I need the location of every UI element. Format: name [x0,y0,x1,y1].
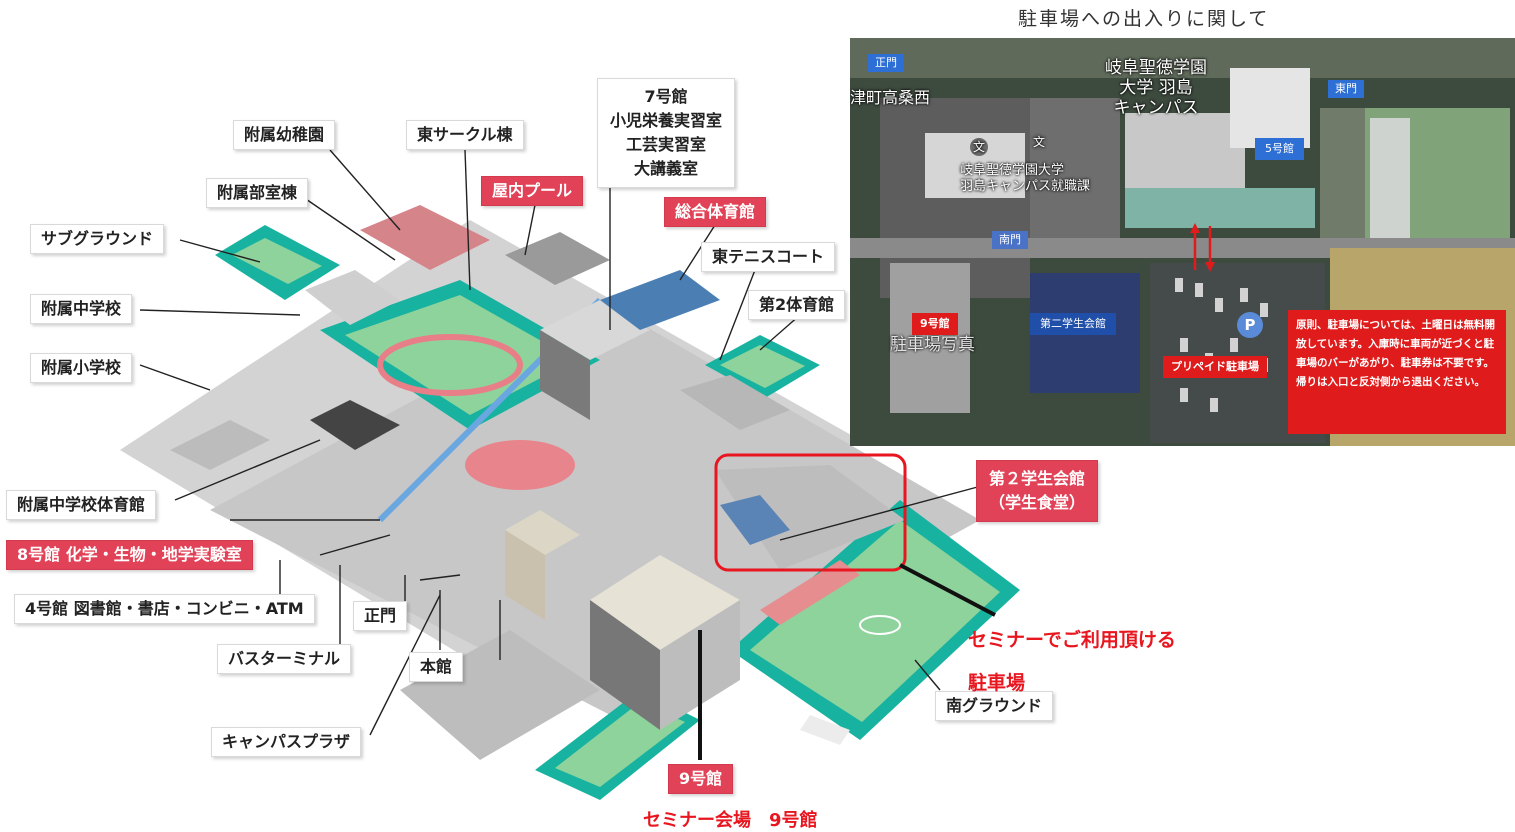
label-building-4: 4号館 図書館・書店・コンビニ・ATM [14,594,315,624]
label-bus-terminal: バスターミナル [217,644,352,674]
running-track [377,334,523,396]
jhs-gym-roof [310,400,400,450]
aerial-tag-nanmon: 南門 [992,231,1028,249]
sogo-gym-roof [600,270,720,330]
aerial-tag-bldg9: 9号館 [912,313,958,335]
student-hall2-roof [720,495,790,545]
label-higashi-circle: 東サークル棟 [406,120,524,150]
label-sub-ground: サブグラウンド [30,224,165,254]
south-track-strip [760,560,860,625]
label-minami-ground: 南グラウンド [935,691,1054,721]
honkan-roof [505,510,580,555]
leader-lines [139,149,986,736]
school-icon: 文 [970,138,988,156]
parking-lot-seminar [715,465,905,570]
honkan-wall [505,530,545,620]
gym2-roof [680,375,790,430]
label-indoor-pool: 屋内プール [481,176,584,206]
pool-roof [505,232,610,285]
parking-lot-sw [400,630,600,760]
aerial-place-name: 岐阜聖徳学園 大学 羽島 キャンパス [1105,58,1207,118]
south-ground-field [750,520,1000,722]
parking-notice: 原則、駐車場については、土曜日は無料開放しています。入庫時に車両が近づくと駐車場… [1288,310,1506,434]
jhs-building [305,270,400,325]
building-9-roof [590,555,740,650]
school-icon-2: 文 [1030,133,1048,151]
elementary-building [170,420,270,470]
building-7-wall [540,330,590,420]
south-shed [800,715,850,745]
aerial-tag-student-hall2: 第二学生会館 [1030,313,1116,335]
label-building-8: 8号館 化学・生物・地学実験室 [6,540,253,570]
aerial-tag-prepaid-parking: プリペイド駐車場 [1163,356,1267,378]
center-circle [859,615,901,635]
parking-pin-icon: P [1237,312,1263,338]
sub-ground-field [232,238,322,284]
label-fuzoku-bushitsu: 附属部室棟 [206,178,309,208]
aerial-tag-bldg5: 5号館 [1255,138,1304,160]
aerial-shushoku: 岐阜聖徳学園大学 羽島キャンパス就職課 [960,163,1091,194]
label-seimon: 正門 [353,601,408,631]
seminar-parking-highlight [714,453,907,572]
annotation-seminar-use: セミナーでご利用頂ける [968,629,1176,651]
label-building-9: 9号館 [668,764,734,794]
label-campus-plaza: キャンパスプラザ [211,727,362,757]
parking-heading: 駐車場への出入りに関して [1018,8,1270,30]
parking-pointer [899,563,996,617]
label-gym-2: 第2体育館 [748,290,846,320]
label-fuzoku-chu-gym: 附属中学校体育館 [6,490,157,520]
label-east-tennis: 東テニスコート [701,242,836,272]
label-building-7: 7号館 小児栄養実習室 工芸実習室 大講義室 [597,78,736,188]
plaza-circle [465,440,575,490]
aerial-tag-seimon: 正門 [868,54,904,72]
aerial-town-name: 津町高桑西 [850,88,931,107]
aerial-photo-overlay: 駐車場写真 [890,335,975,355]
building-9-wall-l [590,600,660,730]
label-fuzoku-shogakko: 附属小学校 [30,353,133,383]
label-honkan: 本館 [409,652,464,682]
aerial-tag-tomon: 東門 [1328,80,1364,98]
east-tennis-court [720,345,805,388]
annotation-seminar-venue: セミナー会場 9号館 [643,810,818,831]
label-student-hall-2: 第２学生会館 （学生食堂） [976,460,1099,522]
label-sogo-gym: 総合体育館 [664,197,767,227]
label-fuzoku-yochien: 附属幼稚園 [233,120,336,150]
label-fuzoku-chugakko: 附属中学校 [30,294,133,324]
annotation-parking: 駐車場 [968,672,1026,694]
